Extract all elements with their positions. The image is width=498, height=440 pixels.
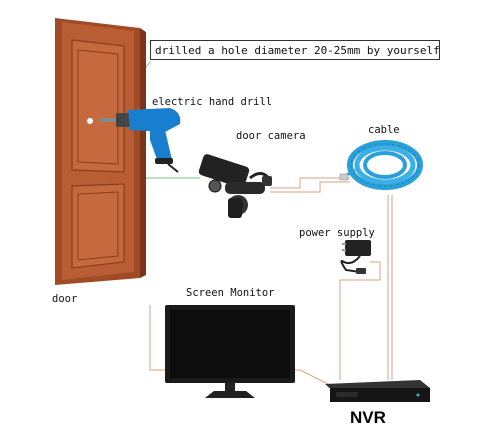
door-label: door: [52, 293, 78, 305]
cable-coil-icon: [339, 140, 423, 190]
camera-to-cable-line-2: [270, 181, 350, 193]
door-camera-label: door camera: [236, 130, 306, 142]
drill-icon: [100, 108, 181, 173]
door-icon: [55, 18, 146, 285]
power-supply-label: power supply: [299, 227, 375, 239]
nvr-device-icon: [325, 380, 430, 402]
cable-label: cable: [368, 124, 400, 136]
drill-hole-callout: drilled a hole diameter 20-25mm by yours…: [150, 40, 440, 60]
door-camera-icon: [198, 154, 272, 218]
nvr-label: NVR: [350, 408, 386, 427]
connection-lines: [99, 61, 393, 386]
drill-label: electric hand drill: [152, 96, 273, 108]
camera-to-cable-line: [270, 177, 350, 189]
screen-monitor-label: Screen Monitor: [186, 287, 275, 299]
power-supply-icon: [340, 240, 371, 274]
monitor-icon: [165, 305, 295, 398]
power-supply-line: [339, 261, 381, 380]
